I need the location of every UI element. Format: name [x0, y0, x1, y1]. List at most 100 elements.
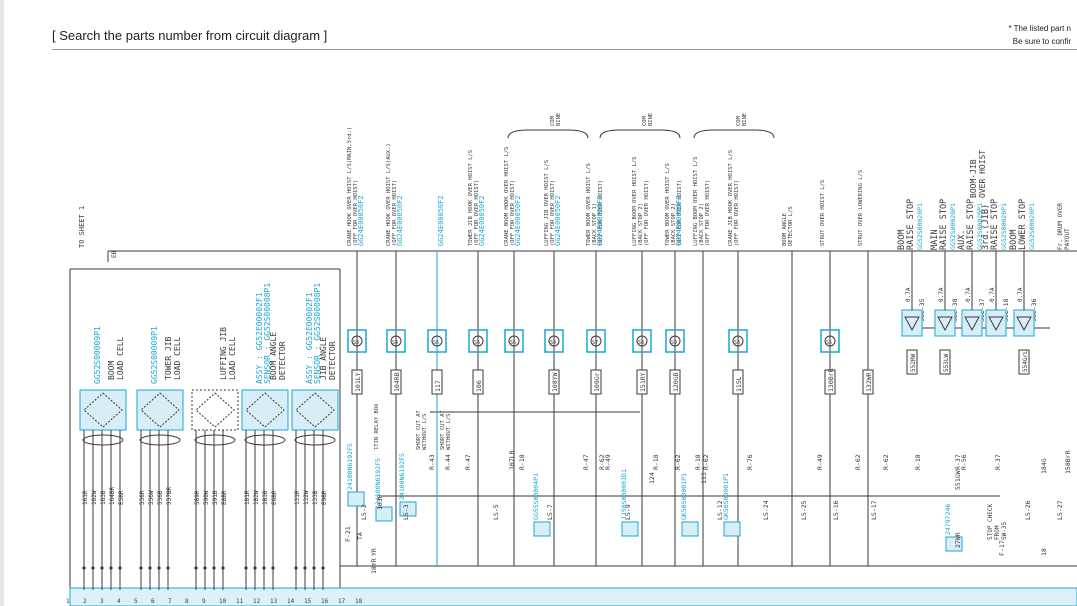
relay-label: SHORT CUT ATWITHOUT L/S	[440, 410, 452, 450]
detector-wire-label: E6BR	[271, 490, 278, 505]
header-note-line-1: * The listed part n	[1008, 24, 1071, 33]
solenoid-amperage: 0.7A	[965, 287, 972, 302]
detector-wire-junction	[312, 566, 316, 570]
switch-box	[504, 329, 524, 353]
wire-label-124: 124	[648, 472, 656, 484]
solenoid-label: BOOMLOWER STOP	[1009, 199, 1028, 250]
switch-id-label: S8	[638, 340, 644, 346]
detector-wire-label: 164BR	[109, 487, 116, 505]
detector-wire-junction	[203, 566, 207, 570]
switch-symbol	[351, 335, 363, 347]
detector-wire-junction	[118, 566, 122, 570]
detector-cable-shield	[194, 434, 236, 446]
detector-wire-label: 556R	[139, 490, 146, 505]
switch-symbol	[431, 335, 443, 347]
solenoid-diode-symbol	[1016, 316, 1032, 332]
switch-id-label: S4	[392, 340, 398, 346]
solenoid-wire-tag	[939, 349, 951, 375]
switch-wire-label: 109Gr	[593, 372, 601, 392]
fr-drum-label: Fr. DRUM OVERPAYOUT	[1057, 203, 1071, 250]
wire-label-107lb: 107LB	[508, 450, 516, 470]
bottom-terminal-number: 13	[270, 598, 278, 605]
ls-label: LS-12	[716, 500, 724, 520]
switch-id-label: S6	[433, 340, 439, 346]
page-title: [ Search the parts number from circuit d…	[52, 28, 328, 43]
bottom-terminal-number: 14	[287, 598, 295, 605]
switch-description: CRANE JIB HOOK OVER HOIST L/S(OFF FOR OV…	[728, 150, 740, 246]
solenoid-wire-label: 552RW	[910, 354, 917, 372]
header-rule	[52, 49, 1077, 50]
switch-part-number: GG24E00050F2	[514, 195, 522, 246]
bottom-band-rect	[69, 587, 1077, 606]
relay-box	[399, 501, 417, 517]
bottom-terminal-number: 5	[134, 598, 138, 605]
header-note: * The listed part n Be sure to confir	[1008, 22, 1071, 48]
fuse-label: F-21	[344, 526, 352, 542]
relay-part-number: GK50S00001P1	[680, 473, 688, 520]
switch-box	[586, 329, 606, 353]
detector-bridge-symbol	[140, 392, 180, 428]
switch-wire-label: 101LY	[354, 372, 362, 392]
switch-box	[427, 329, 447, 353]
relay-box	[621, 521, 639, 537]
switch-part-number: GG24E00050F2	[478, 195, 486, 246]
bottom-terminal-number: 15	[304, 598, 312, 605]
bottom-terminal-number: 6	[151, 598, 155, 605]
solenoid-box	[961, 309, 983, 337]
ls-label: LS-16	[832, 500, 840, 520]
wire-label-113: 113	[700, 472, 708, 484]
switch-wire-label: 130BrR	[827, 368, 835, 392]
relay-coil-label: R-49	[816, 454, 824, 470]
detector-wire-junction	[100, 566, 104, 570]
switch-box	[632, 329, 652, 353]
detector-part-number: ASSY : GG52E00002F1SENSOR : GG52S00008P1	[305, 283, 322, 384]
wire-label-103p: 103P	[376, 494, 384, 510]
switch-id-label: S7	[592, 340, 598, 346]
switch-part-number: GG24E00050F2	[437, 195, 445, 246]
switch-wire-tag	[732, 369, 744, 395]
detector-part-number: GG52S00009P1	[150, 326, 159, 384]
relay-label: SHORT CUT ATWITHOUT L/S	[416, 410, 428, 450]
solenoid-wire-tag	[1018, 349, 1030, 375]
relay-coil-label: R-62	[598, 454, 606, 470]
relay-coil-label: R-44	[444, 454, 452, 470]
switch-wire-label: 115L	[735, 376, 743, 392]
switch-symbol	[732, 335, 744, 347]
switch-description: TOWER BOOM OVER HOIST L/S(BACK STOP 1)(O…	[586, 163, 604, 246]
relay-coil-label: R-37	[994, 454, 1002, 470]
solenoid-box	[901, 309, 923, 337]
detector-wire-label: 163B	[100, 490, 107, 505]
detector-wire-junction	[321, 566, 325, 570]
relay-coil-label: R-62	[854, 454, 862, 470]
detector-wire-label: 589R	[194, 490, 201, 505]
switch-symbol	[824, 335, 836, 347]
detector-box	[79, 389, 127, 431]
detector-box	[291, 389, 339, 431]
combine-bracket	[507, 129, 589, 139]
relay-part-number: 24100N6192F5	[398, 453, 406, 500]
detector-wire-label: 183B	[262, 490, 269, 505]
bottom-terminal-number: 1	[66, 598, 70, 605]
detector-wire-junction	[194, 566, 198, 570]
switch-description: CRANE HOOK OVER HOIST L/S(MAIN,3rd.)(OFF…	[347, 127, 359, 246]
detector-wire-label: 162W	[91, 490, 98, 505]
bottom-band	[69, 587, 1077, 606]
ls-label: LS-17	[870, 500, 878, 520]
relay-box	[533, 521, 551, 537]
relay-box	[375, 506, 393, 522]
solenoid-wire-label: 554GrL	[1022, 350, 1029, 372]
relay-coil-label: R-18	[914, 454, 922, 470]
switch-wire-label: 106	[475, 380, 483, 392]
detector-part-number: GG52S00009P1	[93, 326, 102, 384]
ls-label: LS-5	[492, 504, 500, 520]
switch-wire-tag	[548, 369, 560, 395]
relay-coil-label: R-76	[746, 454, 754, 470]
switch-description: LUFFING BOOM OVER HOIST L/S(BACK STOP 2)…	[693, 157, 711, 246]
relay-coil-label: R-62	[674, 454, 682, 470]
switch-description: TOWER JIB HOOK OVER HOIST L/S(OFF FOR OV…	[468, 150, 480, 246]
detector-wire-label: 556B	[157, 490, 164, 505]
switch-box	[468, 329, 488, 353]
solenoid-diode-symbol	[904, 316, 920, 332]
bottom-terminal-number: 4	[117, 598, 121, 605]
wire-label-551gw: 551GW	[954, 470, 962, 490]
